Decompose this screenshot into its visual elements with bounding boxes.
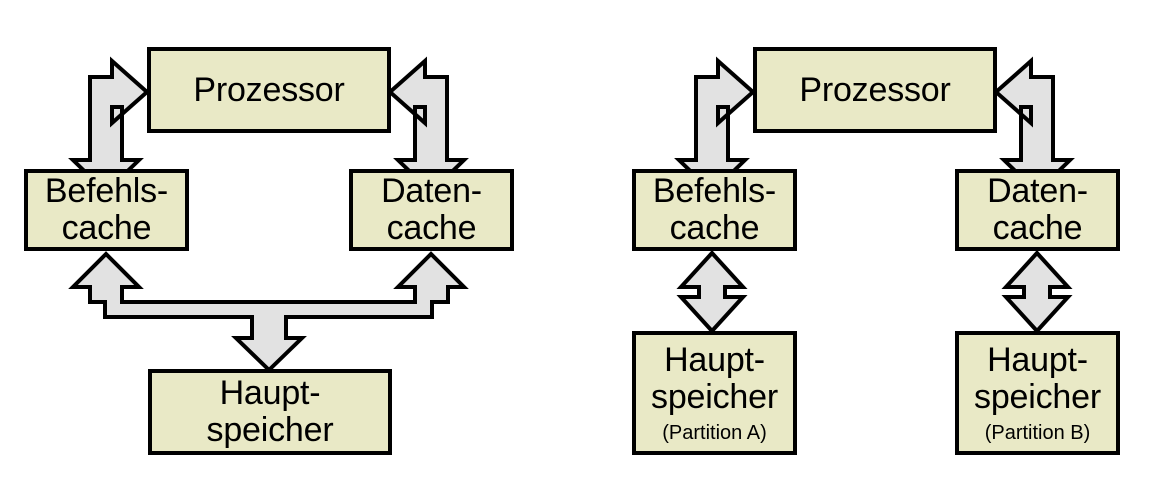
box-processor-left[interactable]: Prozessor — [147, 47, 391, 133]
box-instruction-cache-right-label: Befehls- cache — [652, 172, 777, 247]
box-instruction-cache-left[interactable]: Befehls- cache — [24, 169, 189, 251]
box-main-memory-partition-b-sublabel: (Partition B) — [984, 421, 1091, 444]
box-main-memory-partition-a-sublabel: (Partition A) — [662, 421, 767, 444]
box-main-memory-partition-b-label: Haupt- speicher — [974, 341, 1101, 416]
box-processor-left-label: Prozessor — [193, 70, 345, 109]
arrow-instruction-cache-to-memory-a — [676, 250, 748, 334]
box-instruction-cache-left-label: Befehls- cache — [44, 172, 169, 247]
box-main-memory-partition-b[interactable]: Haupt- speicher (Partition B) — [955, 331, 1120, 455]
box-processor-right-label: Prozessor — [799, 70, 951, 109]
box-main-memory-left[interactable]: Haupt- speicher — [148, 369, 392, 455]
box-main-memory-partition-a-label: Haupt- speicher — [651, 341, 778, 416]
box-data-cache-right-label: Daten- cache — [987, 172, 1088, 247]
box-data-cache-left-label: Daten- cache — [381, 172, 482, 247]
box-instruction-cache-right[interactable]: Befehls- cache — [632, 169, 797, 251]
box-main-memory-partition-a[interactable]: Haupt- speicher (Partition A) — [632, 331, 797, 455]
box-data-cache-right[interactable]: Daten- cache — [955, 169, 1120, 251]
box-data-cache-left[interactable]: Daten- cache — [349, 169, 514, 251]
arrow-data-cache-to-memory-b — [1001, 250, 1073, 334]
box-main-memory-left-label: Haupt- speicher — [206, 374, 334, 449]
arrow-caches-to-main-memory-left — [68, 251, 469, 373]
box-processor-right[interactable]: Prozessor — [753, 47, 997, 133]
